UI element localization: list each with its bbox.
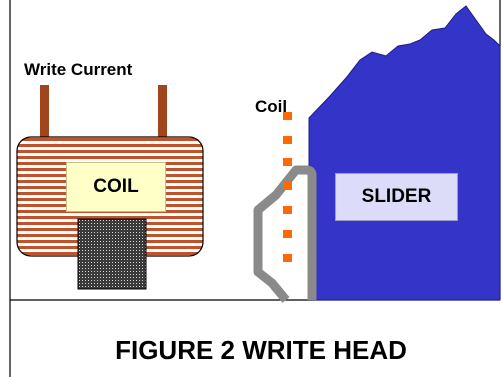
coil-turn-marker	[283, 206, 292, 214]
left-lead-wire	[40, 85, 49, 140]
coil-turn-marker	[283, 158, 292, 166]
coil-turn-marker	[283, 230, 292, 238]
write-current-label: Write Current	[24, 60, 133, 79]
right-lead-wire	[158, 85, 167, 140]
figure-caption: FIGURE 2 WRITE HEAD	[115, 335, 407, 365]
magnetic-core	[77, 218, 147, 290]
coil-callout-label: Coil	[255, 97, 288, 116]
coil-turn-marker	[283, 182, 292, 190]
slider-body	[308, 5, 501, 301]
coil-turn-marker	[283, 136, 292, 144]
slider-label: SLIDER	[335, 173, 458, 221]
coil-turn-marker	[283, 112, 292, 120]
coil-turn-markers	[283, 112, 292, 262]
head-pole-piece	[253, 165, 317, 303]
coil-core-label: COIL	[66, 162, 166, 212]
coil-turn-marker	[283, 254, 292, 262]
